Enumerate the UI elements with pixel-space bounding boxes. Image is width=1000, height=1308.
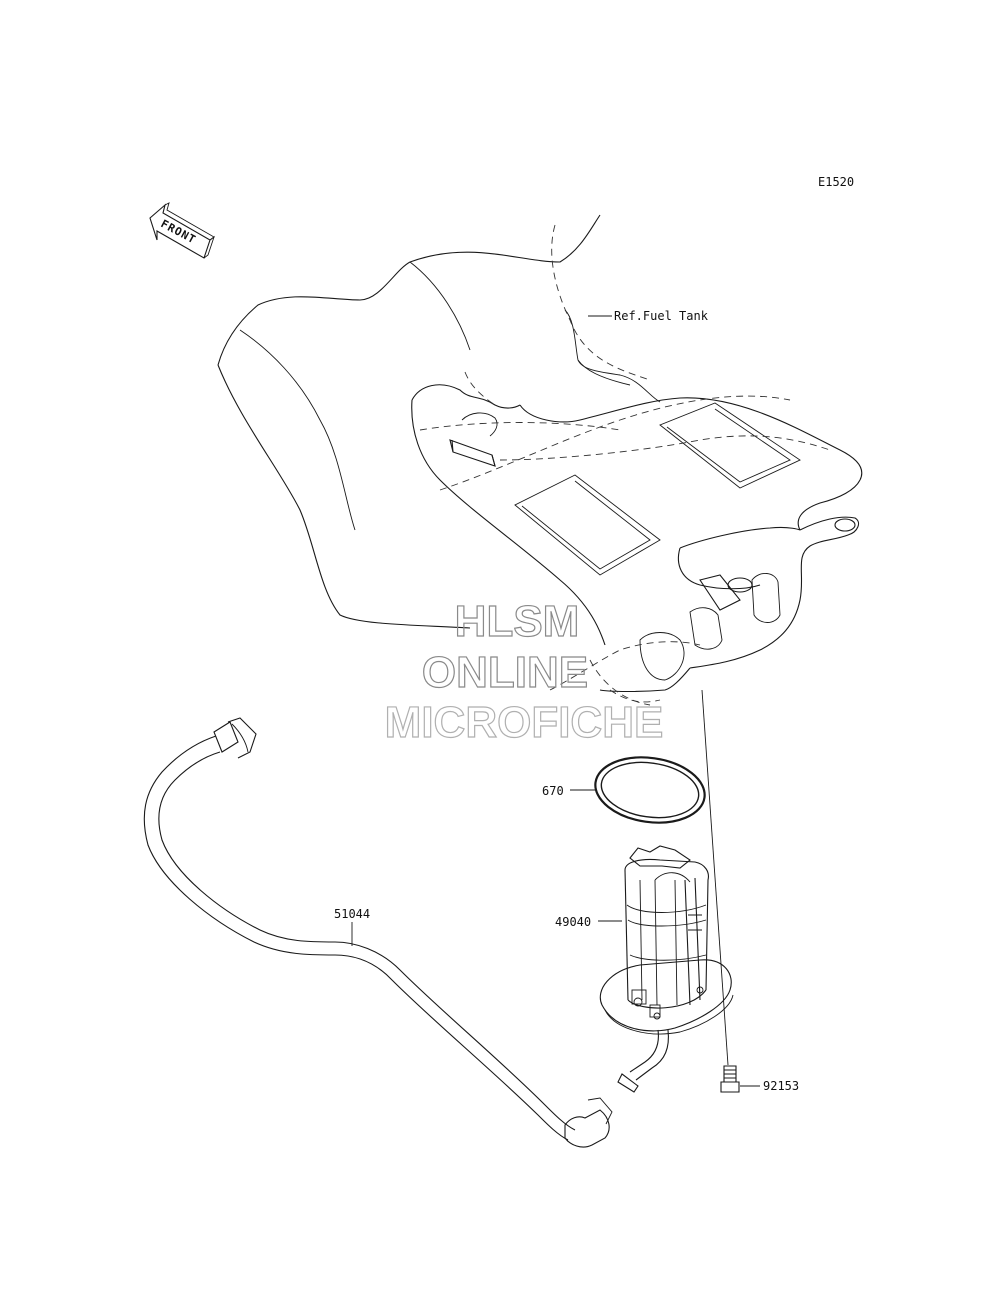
hose-part-number: 51044 <box>334 907 370 921</box>
front-arrow-icon: FRONT <box>149 202 215 259</box>
watermark-line1: HLSM <box>455 597 580 646</box>
fuel-pump-part-number: 49040 <box>555 915 591 929</box>
bolt-part-number: 92153 <box>763 1079 799 1093</box>
gasket-ring <box>594 756 706 824</box>
watermark-line3: MICROFICHE <box>385 698 664 747</box>
bolt-icon <box>720 1065 740 1093</box>
fuel-hose <box>143 717 613 1148</box>
watermark-line2: ONLINE <box>422 648 588 697</box>
diagram-code: E1520 <box>818 175 854 189</box>
watermark: HLSM ONLINE MICROFICHE <box>384 596 664 747</box>
bolt-leader-long <box>701 689 729 1066</box>
ref-fuel-tank-label: Ref.Fuel Tank <box>614 309 709 323</box>
gasket-part-number: 670 <box>542 784 564 798</box>
fuel-pump-assembly <box>599 845 734 1093</box>
fuel-tank-outline <box>217 214 863 706</box>
